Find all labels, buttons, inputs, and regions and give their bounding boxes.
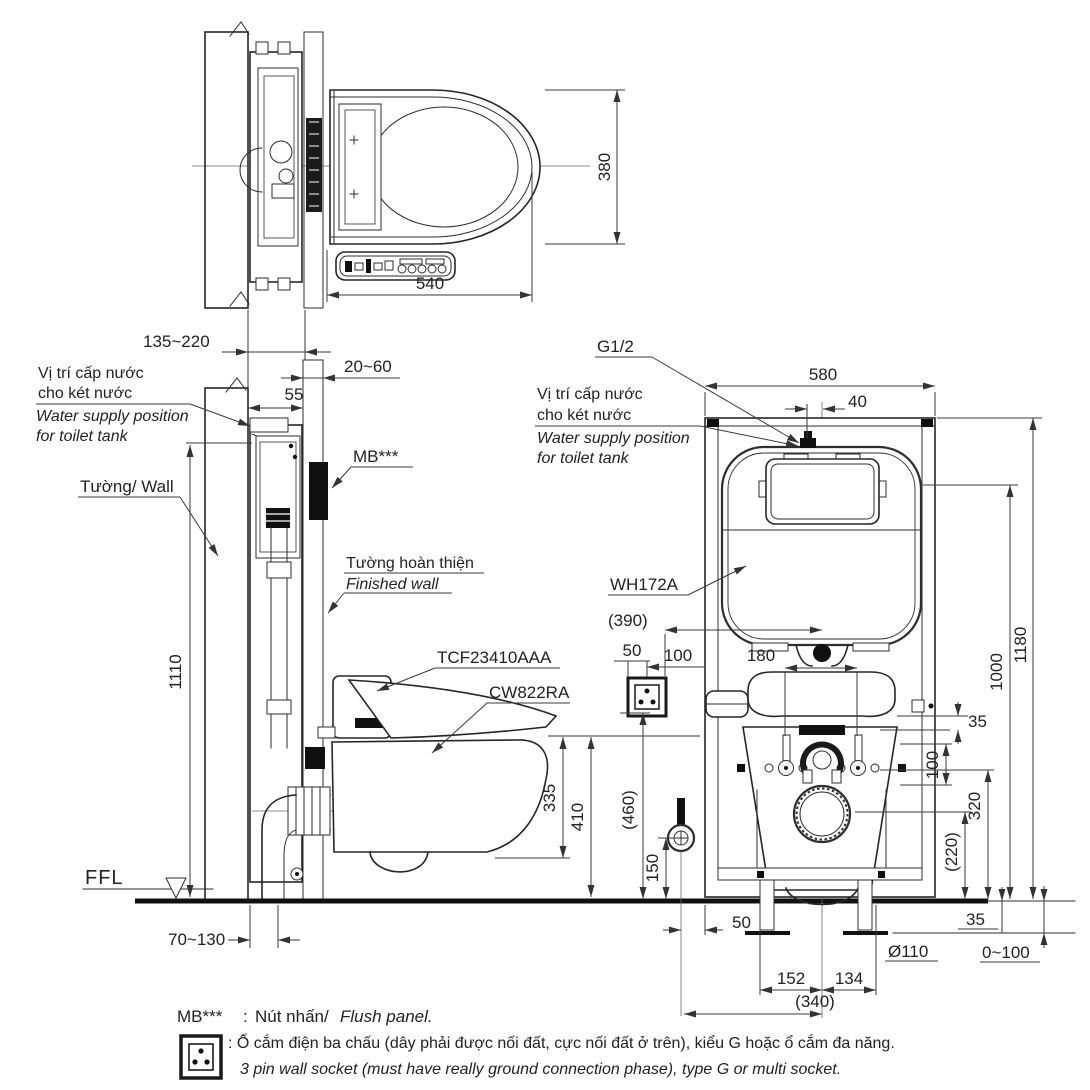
- dim-380: 380: [595, 153, 614, 181]
- dim-410: 410: [568, 803, 587, 831]
- bowl-profile: [331, 739, 549, 853]
- legend: MB*** : Nút nhấn/ Flush panel. : Ổ cắm đ…: [177, 1007, 895, 1080]
- frame-front: [704, 417, 936, 898]
- dim-460: (460): [619, 790, 638, 830]
- water-supply-label-en-1: Water supply position: [36, 408, 189, 425]
- legend-flush-vi: Nút nhấn/: [255, 1007, 329, 1026]
- level-marker: [165, 877, 187, 900]
- remote-control: [335, 251, 456, 281]
- wall-break-side: [225, 377, 247, 393]
- plan-view: 380 540: [192, 21, 625, 424]
- water-supply-front-en-2: for toilet tank: [537, 450, 630, 467]
- wall-label: Tường/ Wall: [80, 477, 174, 496]
- plan-dimensions: 380 540: [326, 89, 625, 302]
- water-supply-front-en-1: Water supply position: [537, 430, 690, 447]
- dim-320: 320: [965, 792, 984, 820]
- dim-150: 150: [643, 854, 662, 882]
- structural-wall-side: [204, 387, 249, 901]
- water-supply-label-vi-1: Vị trí cấp nước: [38, 365, 144, 382]
- dim-580: 580: [809, 365, 837, 384]
- dim-20-60: 20~60: [344, 357, 392, 376]
- dim-540: 540: [416, 274, 444, 293]
- water-supply-front-vi-2: cho két nước: [537, 407, 631, 424]
- seat-lid: [347, 679, 558, 739]
- wall-break-top: [229, 21, 250, 37]
- toilet-side-profile: [317, 675, 558, 873]
- side-view: 135~220 20~60 55 1110 335 410 70~130 Vị …: [36, 332, 700, 949]
- dim-40: 40: [848, 392, 867, 411]
- finished-wall-label-en: Finished wall: [346, 576, 439, 593]
- legend-socket-en: 3 pin wall socket (must have really grou…: [240, 1061, 841, 1078]
- bowl-model-label: CW822RA: [489, 683, 570, 702]
- water-supply-pipe: [249, 417, 289, 433]
- in-wall-frame-plan: [239, 41, 322, 291]
- socket-icon: [179, 1034, 223, 1080]
- finished-wall-plan: [303, 31, 324, 309]
- dim-floor-35: 35: [966, 910, 985, 929]
- dim-adjust: 0~100: [982, 943, 1030, 962]
- dim-gap-35: 35: [968, 712, 987, 731]
- dim-70-130: 70~130: [168, 930, 225, 949]
- floor-drain: [666, 798, 696, 1016]
- front-labels: G1/2 Vị trí cấp nước cho két nước Water …: [535, 337, 800, 596]
- front-dimensions: 580 40 (390) 50 100 180 1180 1000 35 100: [608, 365, 1048, 1018]
- dim-1110: 1110: [166, 654, 185, 689]
- drain-outlet: [792, 784, 852, 844]
- wall-socket: [626, 676, 668, 718]
- ffl-label: FFL: [85, 867, 124, 889]
- water-supply-label-en-2: for toilet tank: [36, 428, 129, 445]
- frame-model-label: WH172A: [610, 575, 679, 594]
- flush-valve: [266, 508, 290, 528]
- dim-socket-50: 50: [623, 641, 642, 660]
- wall-break-bottom: [229, 291, 250, 307]
- dim-socket-100: 100: [664, 646, 692, 665]
- dim-340: (340): [795, 992, 835, 1011]
- legend-flush-sep: :: [243, 1007, 248, 1026]
- washlet-model-label: TCF23410AAA: [437, 648, 552, 667]
- flush-panel-side: [309, 462, 328, 520]
- flush-pipe-fitting: [813, 644, 831, 662]
- flush-panel-opening: [765, 458, 880, 525]
- front-view: G1/2 Vị trí cấp nước cho két nước Water …: [535, 337, 1048, 1018]
- dim-1000: 1000: [987, 653, 1006, 691]
- dim-leg-50: 50: [732, 913, 751, 932]
- legend-socket-vi: : Ổ cắm điện ba chấu (dây phải được nối …: [228, 1033, 895, 1052]
- dim-55: 55: [285, 385, 304, 404]
- side-labels: Vị trí cấp nước cho két nước Water suppl…: [36, 365, 570, 900]
- legend-flush-en: Flush panel.: [340, 1007, 433, 1026]
- dim-335: 335: [540, 784, 559, 812]
- adjustable-foot-right: [857, 879, 873, 931]
- dim-1180: 1180: [1011, 627, 1030, 664]
- thread-label: G1/2: [597, 337, 634, 356]
- in-wall-frame-side: [249, 417, 325, 883]
- structural-wall-plan: [204, 31, 249, 309]
- flush-panel-code-label: MB***: [353, 447, 399, 466]
- water-supply-label-vi-2: cho két nước: [38, 385, 132, 402]
- legend-flush-code: MB***: [177, 1007, 223, 1026]
- wall-sleeve: [305, 747, 325, 769]
- water-inlet: [800, 438, 816, 448]
- floor: [135, 898, 1076, 934]
- adjustable-foot-left: [759, 879, 775, 931]
- drain-piping: [252, 786, 348, 899]
- frame-base: [717, 867, 923, 935]
- mounting-gasket: [306, 118, 322, 212]
- dim-180: 180: [747, 646, 775, 665]
- dim-drain-dia: Ø110: [888, 942, 928, 961]
- dim-134: 134: [835, 969, 863, 988]
- bowl-mounting-front: [737, 725, 906, 906]
- pipe-clamp: [800, 741, 844, 774]
- dim-135-220: 135~220: [143, 332, 210, 351]
- trap-bulge: [369, 851, 429, 873]
- dim-right-100: 100: [923, 751, 942, 779]
- water-supply-front-vi-1: Vị trí cấp nước: [537, 386, 643, 403]
- finished-wall-label-vi: Tường hoàn thiện: [346, 555, 474, 572]
- dim-390: (390): [608, 611, 648, 630]
- side-dimensions: 135~220 20~60 55 1110 335 410 70~130: [143, 332, 700, 949]
- dim-220: (220): [942, 832, 961, 872]
- toilet-plan: [329, 89, 541, 245]
- dim-152: 152: [777, 969, 805, 988]
